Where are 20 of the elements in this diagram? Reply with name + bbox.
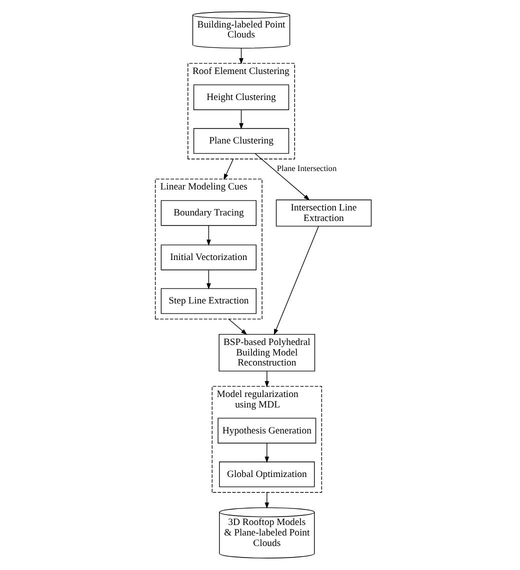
arrow bbox=[206, 270, 210, 290]
arrow bbox=[264, 443, 269, 463]
arrow bbox=[264, 492, 269, 509]
arrow bbox=[206, 225, 210, 246]
arrow bbox=[273, 226, 318, 336]
node-box: Global Optimization bbox=[218, 462, 314, 488]
arrow bbox=[264, 370, 269, 388]
arrow bbox=[228, 318, 247, 335]
arrow bbox=[254, 153, 310, 200]
node-box: Step Line Extraction bbox=[160, 288, 256, 314]
node-box: Height Clustering bbox=[192, 84, 289, 110]
node-box: BSP-based Polyhedral Building Model Reconstruction bbox=[218, 334, 315, 372]
arrow bbox=[238, 48, 243, 64]
node-box: Plane Clustering bbox=[192, 128, 289, 154]
arrow bbox=[223, 158, 234, 180]
node-box: Initial Vectorization bbox=[160, 244, 256, 270]
node-box: Intersection Line Extraction bbox=[275, 200, 372, 227]
arrow bbox=[238, 110, 243, 130]
node-box: Boundary Tracing bbox=[160, 200, 256, 226]
node-box: Hypothesis Generation bbox=[217, 418, 316, 444]
